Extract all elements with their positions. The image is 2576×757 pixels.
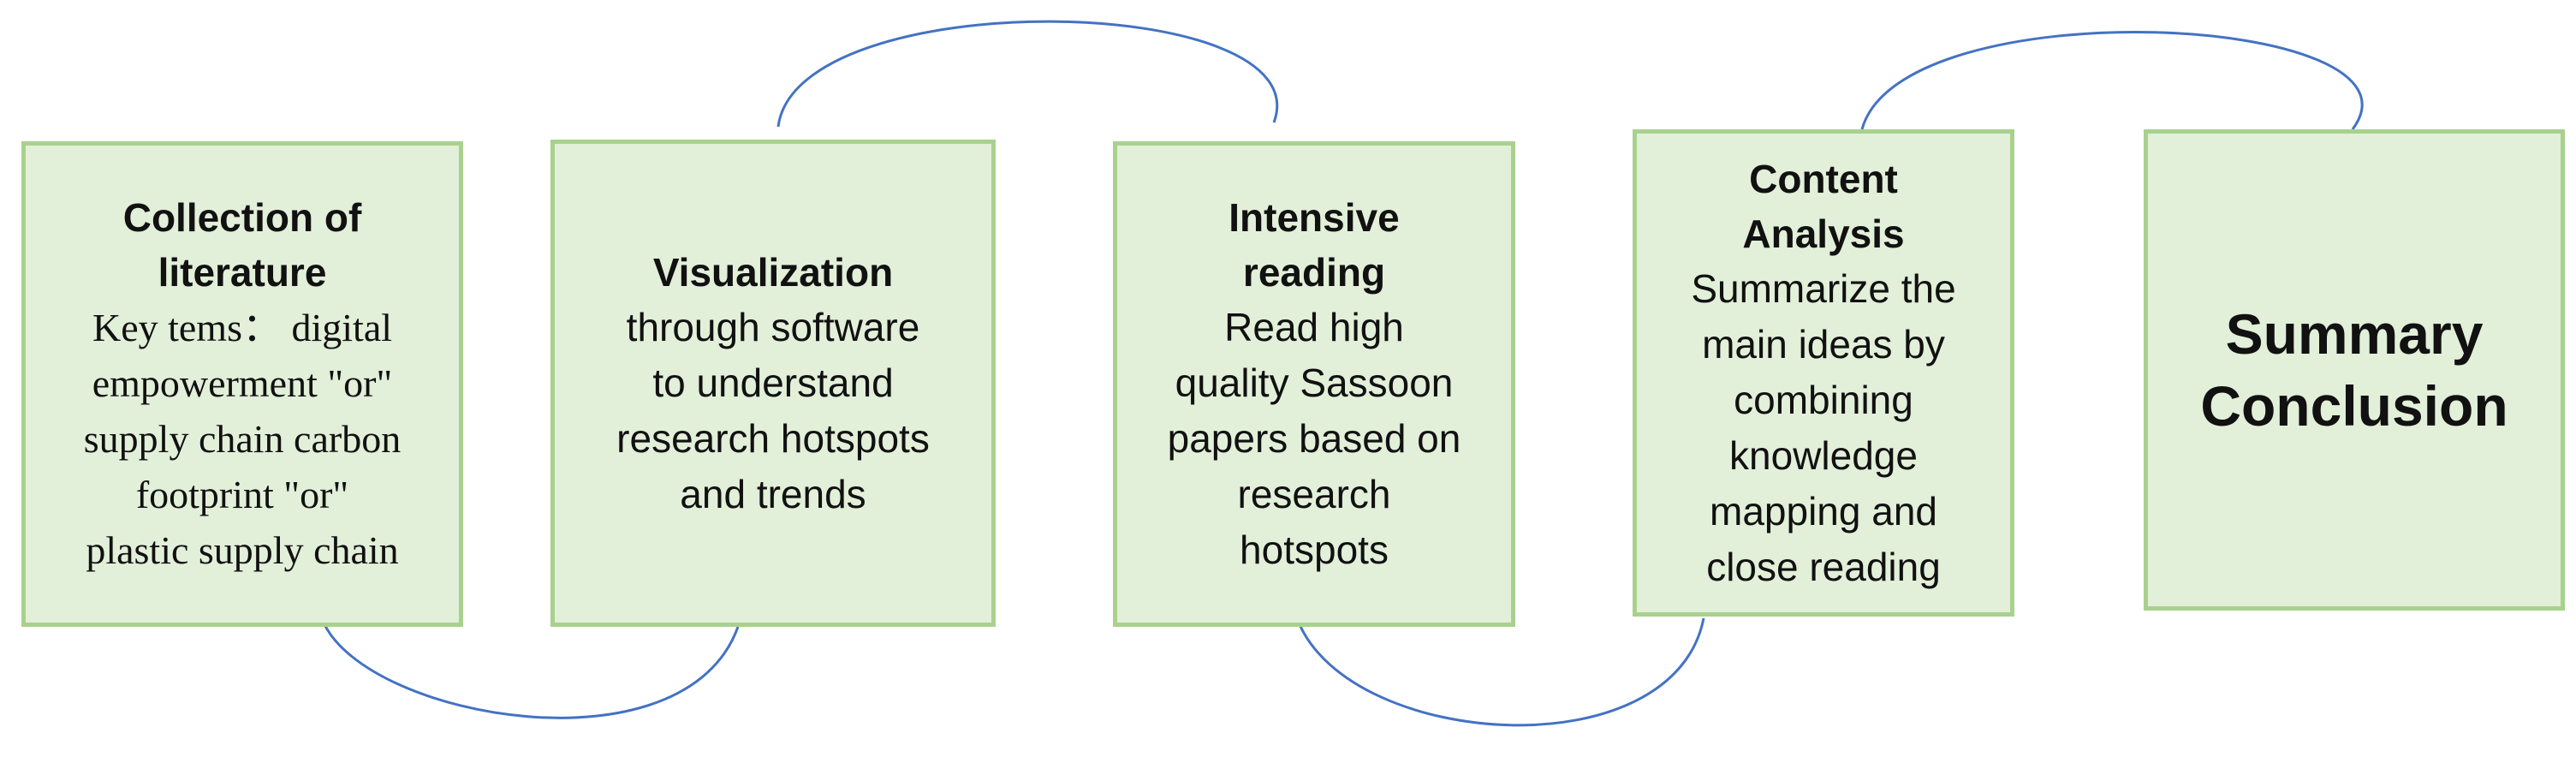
connector-3-4 bbox=[1297, 617, 1705, 727]
step-visualization: Visualization through software to unders… bbox=[550, 140, 996, 627]
step-line: footprint "or" bbox=[135, 473, 349, 516]
step-title: Visualization bbox=[652, 249, 894, 295]
step-title: Summary Conclusion bbox=[2200, 302, 2508, 438]
step-line: Summarize the bbox=[1691, 265, 1956, 311]
step-line: and trends bbox=[680, 471, 866, 516]
connector-2-3 bbox=[776, 20, 1278, 128]
step-summary-conclusion: Summary Conclusion bbox=[2144, 129, 2565, 611]
step-line: mapping and bbox=[1710, 488, 1937, 533]
step-line: papers based on bbox=[1167, 416, 1461, 461]
step-line: combining bbox=[1734, 377, 1913, 422]
step-intensive-reading: Intensive reading Read high quality Sass… bbox=[1113, 141, 1515, 627]
step-line: plastic supply chain bbox=[86, 528, 399, 572]
step-line: main ideas by bbox=[1702, 321, 1945, 367]
step-line: to understand bbox=[652, 360, 894, 405]
step-line: Key tems： digital bbox=[92, 306, 393, 349]
step-line: knowledge bbox=[1729, 432, 1918, 478]
step-line: close reading bbox=[1706, 544, 1941, 589]
step-title: Intensive reading bbox=[1229, 195, 1400, 295]
connector-4-5 bbox=[1860, 30, 2364, 130]
step-line: research bbox=[1237, 472, 1391, 516]
step-content-analysis: Content Analysis Summarize the main idea… bbox=[1633, 129, 2014, 617]
step-line: hotspots bbox=[1240, 528, 1389, 572]
connector-1-2 bbox=[322, 622, 740, 719]
step-title: Content Analysis bbox=[1742, 156, 1905, 256]
step-line: empowerment "or" bbox=[92, 361, 393, 405]
step-line: Read high bbox=[1224, 305, 1404, 349]
step-line: through software bbox=[626, 304, 920, 349]
step-line: research hotspots bbox=[616, 415, 930, 461]
step-line: quality Sassoon bbox=[1175, 361, 1454, 405]
step-title: Collection of literature bbox=[122, 195, 362, 295]
step-collection-of-literature: Collection of literature Key tems： digit… bbox=[21, 141, 463, 627]
step-line: supply chain carbon bbox=[83, 417, 402, 461]
